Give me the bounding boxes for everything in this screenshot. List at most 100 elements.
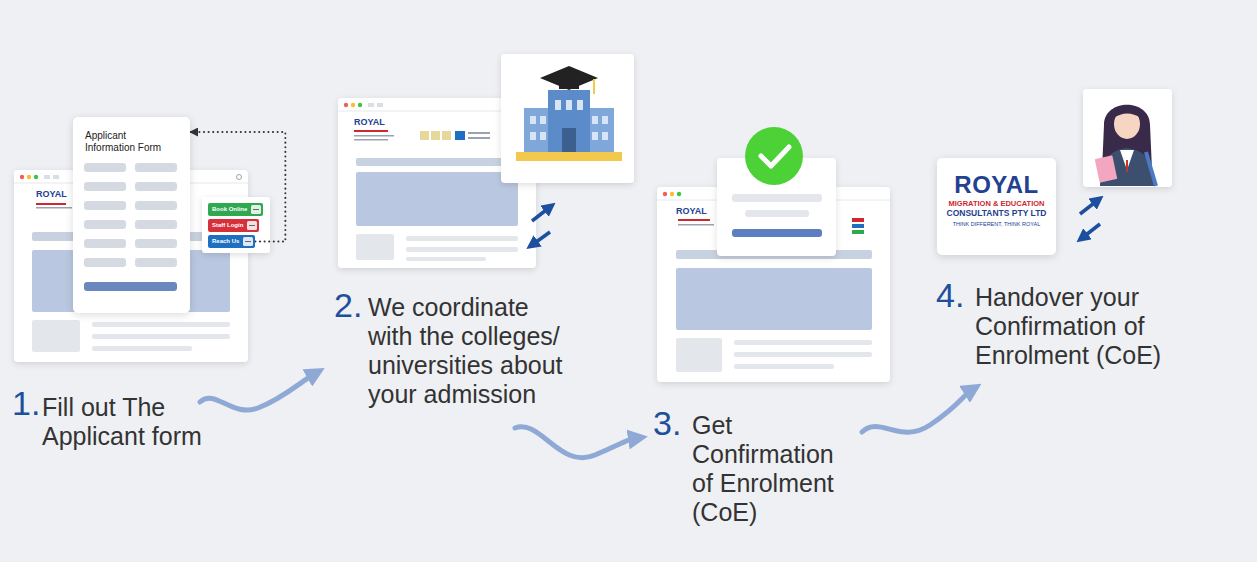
university-icon-part: [548, 90, 590, 152]
university-icon-part: [562, 128, 576, 152]
browser-window-part: [92, 334, 230, 339]
university-icon-part: [577, 100, 583, 110]
browser-window-part: [734, 364, 834, 369]
browser-window-part: [663, 192, 667, 196]
browser-window-part: [676, 268, 872, 330]
browser-window-part: [356, 172, 518, 226]
button-panel-part: [202, 197, 270, 253]
university-icon-part: [516, 152, 622, 161]
confirmation-card-part: [745, 210, 809, 217]
student-icon-part: [1114, 108, 1141, 119]
logo-text: ROYAL: [354, 117, 385, 128]
nav-button: Reach Us: [208, 235, 255, 248]
logo-wordmark: ROYAL: [940, 171, 1053, 199]
flow-arrow-part: [862, 389, 973, 432]
browser-window-part: [44, 175, 50, 179]
browser-window-part: [678, 219, 710, 221]
confirmation-card-part: [732, 229, 822, 237]
nav-button: Book Online: [208, 203, 263, 216]
university-icon-part: [501, 54, 634, 183]
step-text: We coordinate with the colleges/ univers…: [368, 293, 573, 409]
browser-window-part: [852, 224, 864, 228]
button-arrow: [249, 225, 255, 226]
step-number: 4.: [936, 276, 964, 314]
browser-window-part: [406, 257, 486, 261]
university-icon-part: [530, 132, 536, 140]
university-icon: [501, 54, 634, 183]
step-number: 2.: [334, 286, 362, 324]
university-icon-part: [566, 100, 572, 110]
double-arrow-part: [1082, 224, 1100, 238]
student-icon-part: [1126, 160, 1128, 172]
logo-tagline: THINK DIFFERENT, THINK ROYAL: [940, 220, 1053, 228]
university-icon-part: [592, 132, 598, 140]
browser-window-part: [53, 175, 59, 179]
browser-window-part: [92, 346, 192, 351]
browser-window-part: [852, 230, 864, 234]
browser-window-part: [92, 322, 230, 327]
step-number: 1.: [12, 384, 40, 422]
double-arrow: [532, 207, 550, 245]
university-icon-part: [555, 100, 561, 110]
browser-window-part: [20, 175, 24, 179]
button-arrow-box: [243, 237, 253, 246]
browser-window-part: [734, 352, 872, 357]
browser-window-part: [237, 175, 242, 180]
university-icon-part: [530, 116, 536, 124]
browser-window-part: [377, 103, 383, 107]
browser-window-part: [27, 175, 31, 179]
browser-window-part: [468, 132, 490, 134]
browser-window-part: [354, 139, 388, 141]
confirmation-card-part: [761, 147, 789, 166]
browser-window-part: [351, 103, 355, 107]
student-icon-part: [1146, 152, 1156, 186]
form-card: Applicant Information Form: [73, 117, 190, 313]
browser-window-part: [34, 175, 38, 179]
university-icon-part: [559, 80, 579, 89]
university-icon-part: [540, 132, 546, 140]
form-field: [135, 182, 177, 191]
browser-window-part: [406, 236, 518, 241]
nav-button: Staff Login: [208, 219, 259, 232]
logo-card: ROYALMIGRATION & EDUCATIONCONSULTANTS PT…: [937, 158, 1056, 255]
button-arrow: [245, 241, 251, 242]
browser-window-part: [356, 158, 518, 166]
browser-window-part: [406, 247, 518, 252]
step-text: Handover your Confirmation of Enrolment …: [975, 283, 1195, 370]
button-arrow-box: [251, 205, 261, 214]
browser-window-part: [852, 218, 864, 222]
flow-arrow-part: [200, 373, 316, 410]
browser-window-part: [657, 187, 890, 382]
browser-window-part: [36, 207, 72, 209]
logo-text: ROYAL: [36, 189, 67, 200]
confirmation-card: [717, 127, 836, 256]
confirmation-card-part: [745, 127, 803, 185]
student-icon: [1083, 89, 1172, 187]
university-icon-part: [602, 116, 608, 124]
button-label: Book Online: [212, 203, 247, 216]
form-submit-bar: [84, 282, 177, 291]
logo-subtitle: MIGRATION & EDUCATION: [940, 199, 1053, 208]
form-field: [135, 258, 177, 267]
flow-arrow: [200, 373, 973, 458]
browser-window-part: [354, 135, 394, 137]
university-icon-part: [540, 116, 546, 124]
logo-subtitle: CONSULTANTS PTY LTD: [940, 208, 1053, 218]
browser-window-part: [670, 192, 674, 196]
browser-window-part: [368, 103, 374, 107]
browser-window-part: [677, 192, 681, 196]
university-icon-part: [593, 79, 595, 94]
browser-window-part: [344, 103, 348, 107]
step-text: Get Confirmation of Enrolment (CoE): [692, 411, 857, 527]
double-arrow-part: [532, 232, 550, 245]
browser-window-part: [356, 234, 394, 260]
browser-window-part: [676, 338, 722, 372]
browser-window-part: [455, 131, 465, 140]
form-field: [135, 220, 177, 229]
university-icon-part: [540, 66, 598, 90]
browser-window-part: [734, 340, 872, 345]
form-field: [84, 201, 126, 210]
form-field: [135, 201, 177, 210]
form-field: [84, 220, 126, 229]
